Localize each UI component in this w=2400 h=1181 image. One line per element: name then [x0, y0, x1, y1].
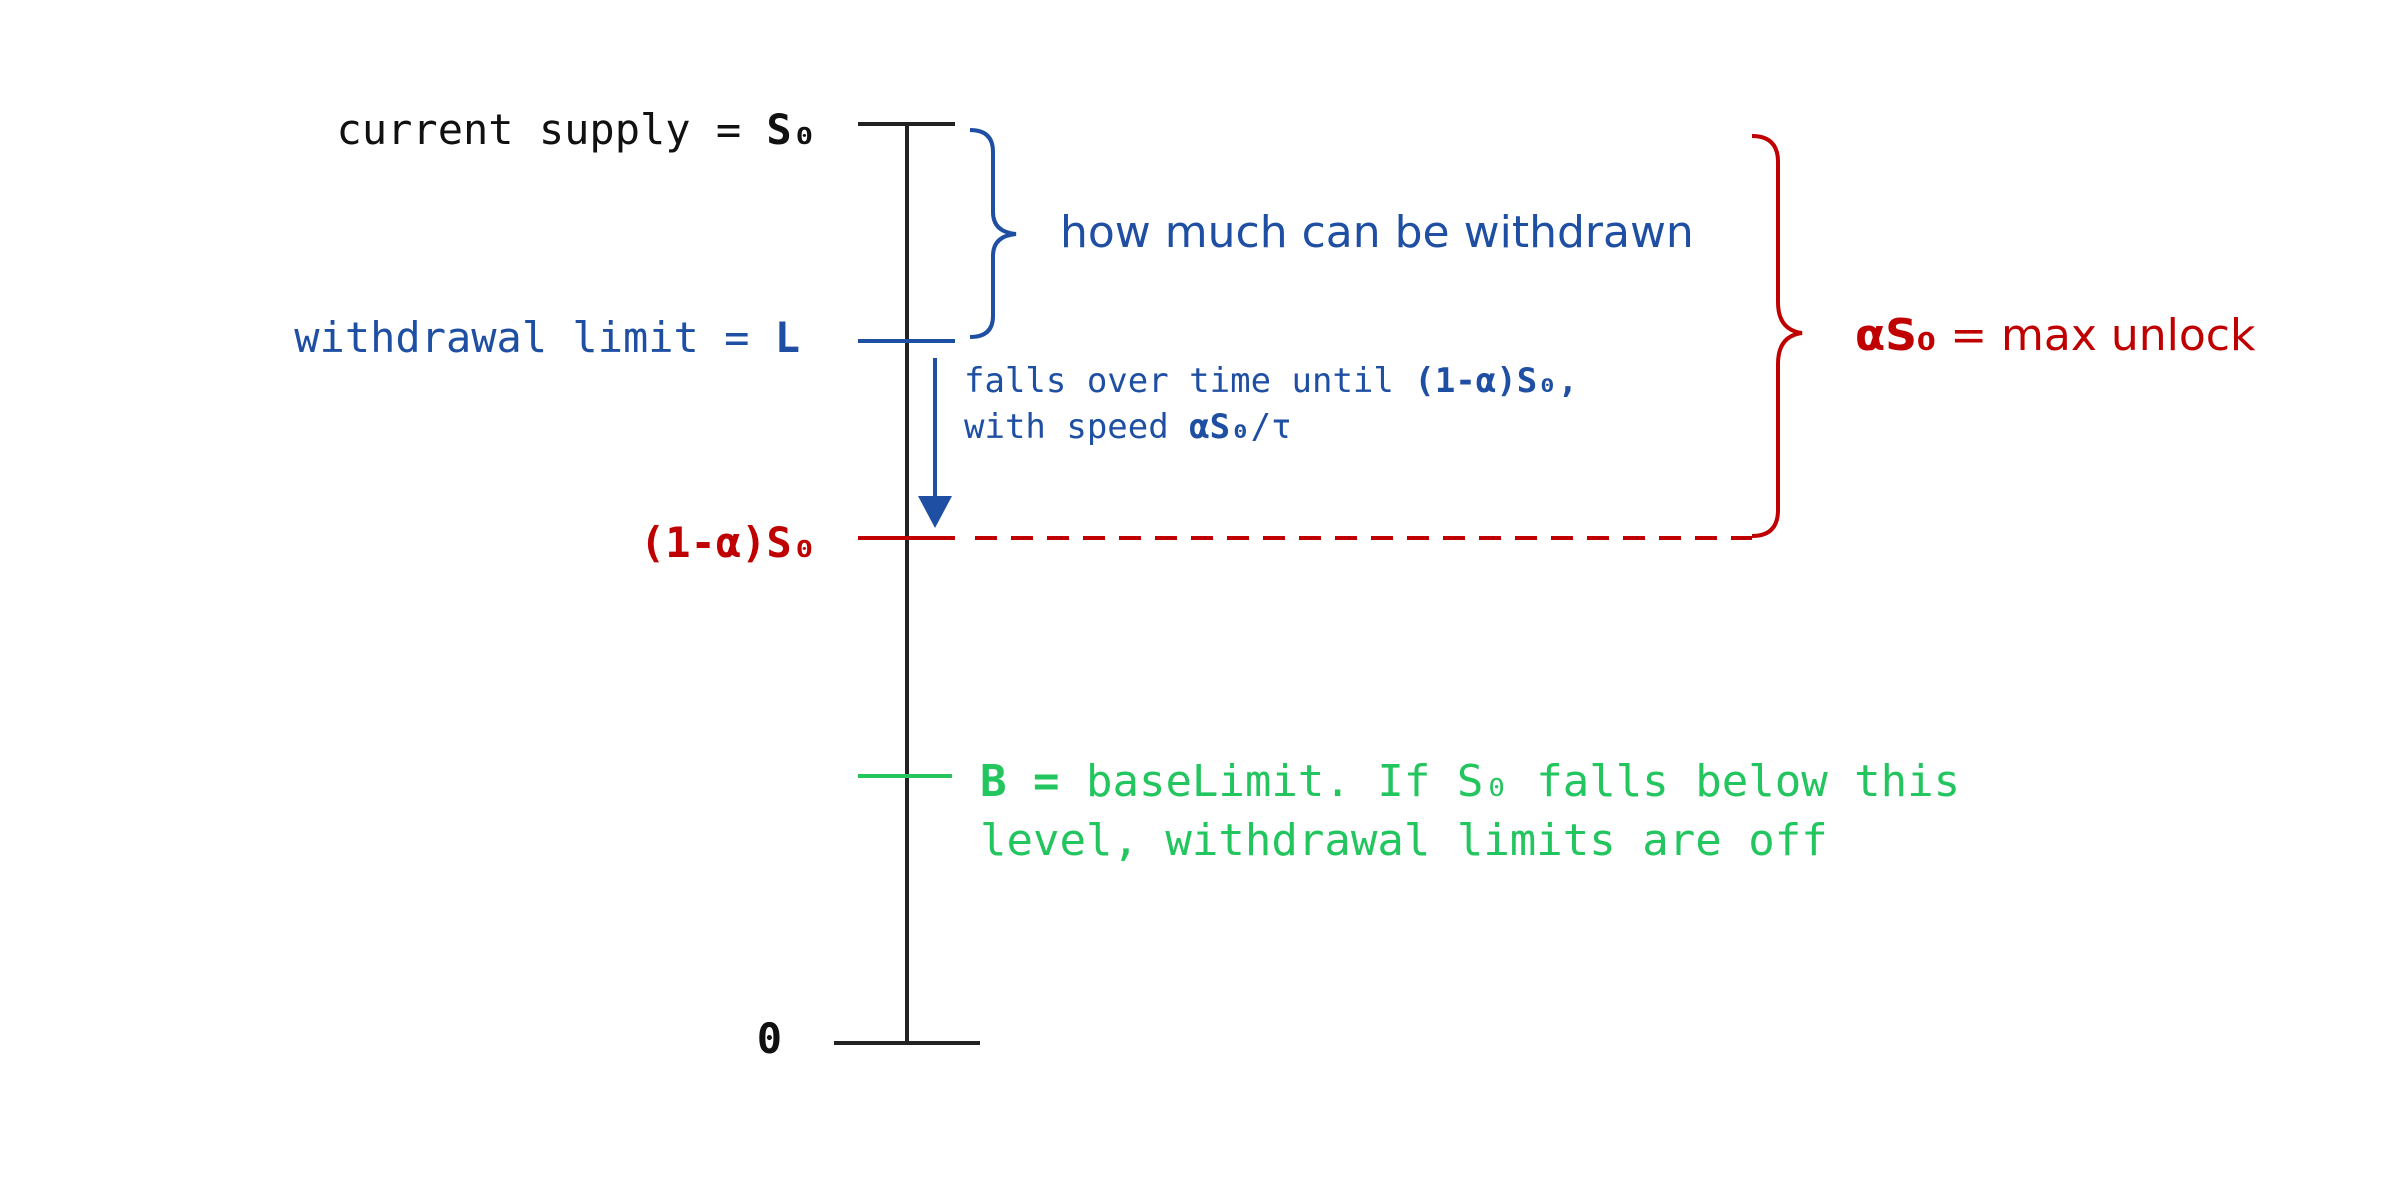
zero-label: 0: [757, 1014, 782, 1063]
base-limit-line2: level, withdrawal limits are off: [980, 815, 1828, 866]
base-limit-line1: B = baseLimit. If S₀ falls below this: [980, 756, 1960, 807]
current-supply-symbol: S₀: [766, 105, 817, 154]
floor-level-label: (1-α)S₀: [640, 518, 817, 567]
fall-annotation-line1-prefix: falls over time until: [964, 361, 1414, 401]
fall-arrow-head: [918, 496, 952, 528]
withdrawal-limit-label: withdrawal limit = L: [294, 313, 800, 362]
fall-annotation-line2-prefix: with speed: [964, 407, 1189, 447]
max-unlock-symbol: αS₀: [1855, 310, 1936, 361]
fall-annotation-line1-bold: (1-α)S₀,: [1414, 361, 1578, 401]
withdrawable-annotation: how much can be withdrawn: [1060, 207, 1694, 258]
fall-annotation-line1: falls over time until (1-α)S₀,: [964, 361, 1578, 401]
fall-annotation-line2-bold: αS₀: [1189, 407, 1250, 447]
max-unlock-text: = max unlock: [1936, 310, 2256, 361]
base-limit-line1-rest: baseLimit. If S₀ falls below this: [1086, 756, 1960, 807]
current-supply-label: current supply = S₀: [337, 105, 817, 154]
base-limit-symbol: B =: [980, 756, 1086, 807]
max-unlock-annotation: αS₀ = max unlock: [1855, 310, 2256, 361]
current-supply-prefix: current supply =: [337, 105, 767, 154]
withdrawal-limit-prefix: withdrawal limit =: [294, 313, 774, 362]
max-unlock-brace: [1751, 134, 1803, 538]
fall-annotation-line2: with speed αS₀/τ: [964, 407, 1292, 447]
withdrawable-brace: [969, 128, 1017, 339]
fall-annotation-line2-suffix: /τ: [1251, 407, 1292, 447]
withdrawal-limit-symbol: L: [775, 313, 800, 362]
